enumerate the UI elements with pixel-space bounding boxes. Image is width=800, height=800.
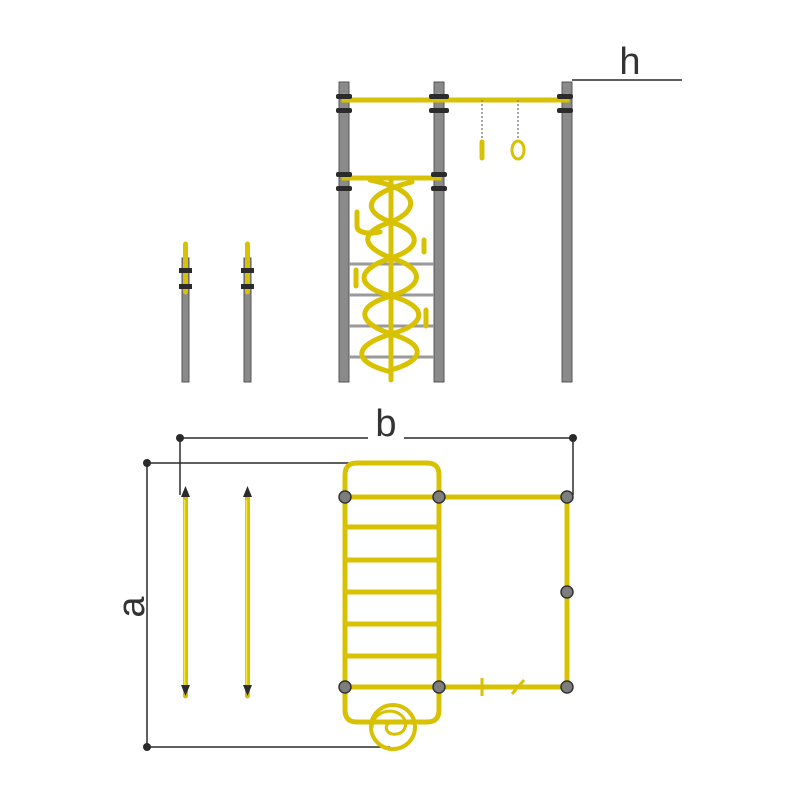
vertical-bar-1-elevation bbox=[179, 241, 192, 383]
vertical-bar-2-elevation bbox=[241, 241, 254, 383]
post-2 bbox=[433, 81, 445, 383]
plan-view: b a bbox=[110, 403, 577, 751]
post-1 bbox=[338, 81, 350, 383]
height-label: h bbox=[619, 41, 640, 83]
ladder-plan bbox=[342, 460, 442, 725]
bar-frame-plan bbox=[436, 494, 570, 696]
front-elevation: h bbox=[179, 41, 682, 383]
gymnastic-rings bbox=[479, 100, 526, 161]
top-bar-elevation bbox=[341, 93, 570, 181]
vertical-bar-1-plan bbox=[181, 486, 190, 699]
width-label: b bbox=[375, 403, 396, 445]
vertical-bar-2-plan bbox=[243, 486, 252, 699]
depth-label: a bbox=[111, 596, 153, 618]
post-3 bbox=[561, 81, 573, 383]
spiral-climber-plan bbox=[369, 703, 417, 751]
post-clamps bbox=[336, 94, 573, 191]
joints-plan bbox=[338, 490, 574, 694]
spiral-climber-elevation bbox=[353, 175, 429, 383]
